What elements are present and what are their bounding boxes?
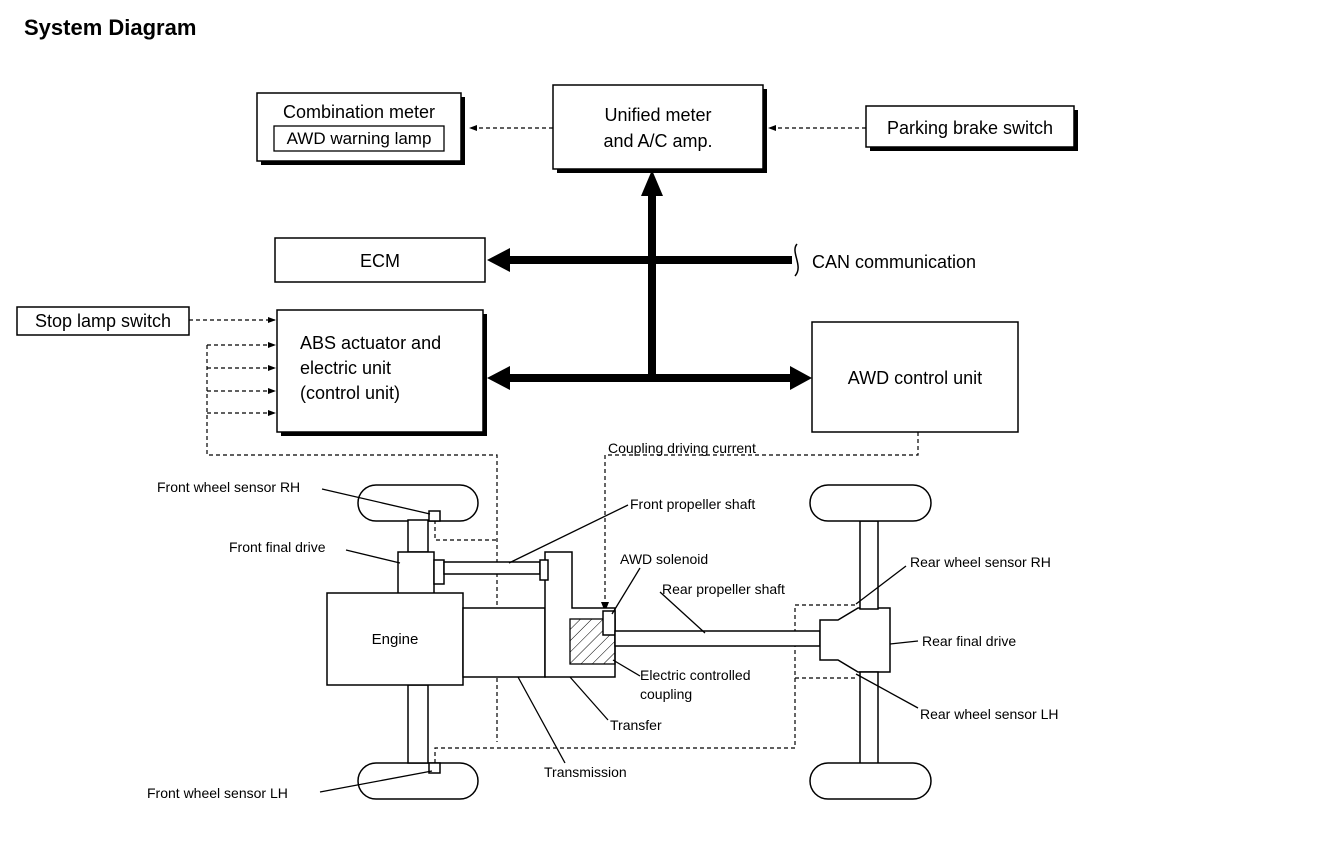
abs-input-signals <box>189 317 858 763</box>
unified-meter-label-line1: Unified meter <box>604 105 711 125</box>
front-wheel-sensor-rh-label: Front wheel sensor RH <box>157 479 300 495</box>
parking-brake-switch-label: Parking brake switch <box>887 118 1053 138</box>
awd-control-unit-label: AWD control unit <box>848 368 982 388</box>
combination-meter-label: Combination meter <box>283 102 435 122</box>
rear-final-drive <box>819 607 891 673</box>
front-propeller-shaft <box>443 561 541 575</box>
stop-lamp-switch-label: Stop lamp switch <box>35 311 171 331</box>
transmission-body <box>462 607 546 678</box>
transmission-label: Transmission <box>544 764 627 780</box>
unified-meter-label-line2: and A/C amp. <box>603 131 712 151</box>
unified-meter-box: Unified meter and A/C amp. <box>552 84 767 173</box>
coupling-current-arrowhead <box>601 602 609 612</box>
electric-controlled-coupling-label-line1: Electric controlled <box>640 667 751 683</box>
front-final-drive <box>397 551 435 595</box>
front-wheel-sensor-lh <box>428 762 441 774</box>
stop-lamp-switch-box: Stop lamp switch <box>16 306 190 336</box>
front-right-wheel <box>357 484 479 522</box>
engine-label: Engine <box>372 631 419 648</box>
awd-control-unit-box: AWD control unit <box>811 321 1019 433</box>
drivetrain: Engine <box>326 484 932 800</box>
abs-label-line2: electric unit <box>300 358 391 378</box>
rear-propeller-shaft <box>614 630 821 647</box>
front-axle-upper <box>407 519 429 553</box>
ecm-box: ECM <box>274 237 486 283</box>
can-communication-label: CAN communication <box>812 252 976 272</box>
rear-final-drive-label: Rear final drive <box>922 633 1016 649</box>
abs-label-line1: ABS actuator and <box>300 333 441 353</box>
rear-axle-upper <box>859 520 879 610</box>
awd-warning-lamp-label: AWD warning lamp <box>287 129 432 148</box>
awd-solenoid <box>602 610 616 636</box>
combination-meter-box: Combination meter AWD warning lamp <box>256 92 465 165</box>
can-bus <box>487 170 812 390</box>
rear-right-wheel <box>809 484 932 522</box>
rear-wheel-sensor-rh-label: Rear wheel sensor RH <box>910 554 1051 570</box>
front-wheel-sensor-rh <box>428 510 441 522</box>
front-wheel-sensor-lh-label: Front wheel sensor LH <box>147 785 288 801</box>
front-final-drive-label: Front final drive <box>229 539 326 555</box>
transfer-label: Transfer <box>610 717 662 733</box>
coupling-driving-current-label: Coupling driving current <box>608 440 756 456</box>
rear-axle-lower <box>859 671 879 765</box>
rear-left-wheel <box>809 762 932 800</box>
rear-propeller-shaft-label: Rear propeller shaft <box>662 581 785 597</box>
front-propeller-shaft-label: Front propeller shaft <box>630 496 755 512</box>
abs-actuator-box: ABS actuator and electric unit (control … <box>276 309 487 436</box>
engine <box>326 592 464 686</box>
callout-leaders <box>319 488 919 793</box>
awd-solenoid-label: AWD solenoid <box>620 551 708 567</box>
page-title: System Diagram <box>24 15 196 40</box>
electric-controlled-coupling-label-line2: coupling <box>640 686 692 702</box>
rear-wheel-sensor-lh-label: Rear wheel sensor LH <box>920 706 1059 722</box>
front-axle-lower <box>407 684 429 764</box>
parking-brake-switch-box: Parking brake switch <box>865 105 1078 151</box>
ecm-label: ECM <box>360 251 400 271</box>
abs-label-line3: (control unit) <box>300 383 400 403</box>
